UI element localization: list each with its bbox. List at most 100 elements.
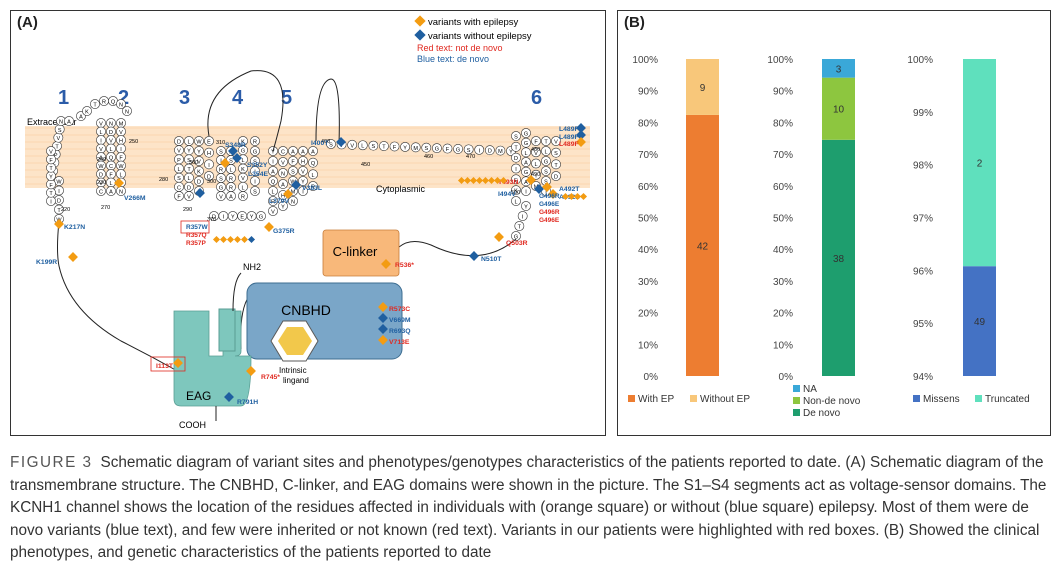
residue-letter: V	[554, 140, 558, 146]
residue-letter: M	[498, 149, 503, 155]
variant-label: G496R	[539, 209, 560, 216]
bar-segment	[963, 266, 996, 376]
residue-letter: Y	[301, 180, 305, 186]
bar-value-label: 3	[836, 64, 842, 75]
legend-label: De novo	[803, 408, 841, 419]
residue-circle	[194, 156, 204, 166]
residue-circle	[541, 156, 551, 166]
residue-letter: R	[219, 168, 223, 174]
residue-letter: R	[229, 177, 233, 183]
residue-letter: N	[125, 110, 129, 116]
residue-letter: V	[197, 160, 201, 166]
residue-letter: M	[291, 190, 296, 196]
legend-swatch	[975, 395, 982, 402]
residue-letter: Y	[281, 205, 285, 211]
residue-letter: C	[281, 150, 285, 156]
legend-swatch	[793, 409, 800, 416]
residue-number-220: 220	[61, 207, 70, 213]
residue-letter: G	[259, 215, 263, 221]
legend-without-epilepsy: variants without epilepsy	[428, 31, 532, 42]
residue-circle	[453, 144, 463, 154]
variant-label: R791H	[237, 399, 258, 406]
residue-letter: S	[253, 190, 257, 196]
residue-letter: T	[544, 140, 548, 146]
residue-circle	[268, 186, 278, 196]
variant-label: R573C	[389, 306, 410, 313]
variant-diamond	[576, 123, 586, 133]
residue-circle	[194, 146, 204, 156]
residue-circle	[298, 146, 308, 156]
s2-chain: VLIVAWDVCNDVLQCFLAMVHIFWLIN	[96, 118, 126, 196]
residue-circle	[541, 166, 551, 176]
residue-letter: G	[456, 147, 460, 153]
residue-circle	[511, 141, 521, 152]
variant-diamond	[494, 232, 504, 242]
y-tick-label: 90%	[638, 87, 658, 98]
residue-letter: K	[241, 167, 245, 173]
residue-letter: T	[544, 190, 548, 196]
legend-label: Truncated	[985, 394, 1030, 405]
bar-segment	[822, 59, 855, 78]
residue-letter: Q	[111, 100, 116, 106]
residue-letter: R	[102, 100, 106, 106]
residue-letter: T	[518, 225, 522, 231]
residue-letter: L	[109, 147, 112, 153]
residue-letter: N	[119, 103, 123, 109]
variant-label: K199R	[36, 259, 57, 266]
residue-letter: V	[350, 143, 354, 149]
residue-circle	[511, 196, 521, 206]
residue-circle	[511, 163, 521, 174]
residue-circle	[288, 146, 298, 156]
variant-diamond	[220, 158, 230, 168]
variant-diamond-small	[573, 192, 582, 201]
clinker-label: C-linker	[333, 244, 378, 259]
variant-diamond	[542, 182, 552, 192]
residue-circle	[531, 158, 541, 169]
residue-letter: S	[177, 176, 181, 182]
residue-circle	[116, 99, 126, 109]
variant-diamond-small	[567, 192, 576, 201]
residue-circle	[288, 156, 298, 166]
y-tick-label: 40%	[773, 245, 793, 256]
residue-letter: S	[424, 146, 428, 152]
highlight-box	[150, 356, 186, 372]
residue-letter: S	[544, 170, 548, 176]
residue-letter: Y	[271, 150, 275, 156]
y-tick-label: 70%	[638, 150, 658, 161]
residue-letter: I	[254, 170, 256, 176]
residue-letter: G	[253, 150, 257, 156]
chart-2: 0%10%20%30%40%50%60%70%80%90%100%38103NA…	[767, 55, 860, 419]
residue-letter: R	[241, 195, 245, 201]
variant-label: I113T	[156, 363, 174, 370]
residue-circle	[278, 157, 288, 167]
residue-circle	[357, 140, 368, 151]
bar-segment	[822, 139, 855, 376]
residue-letter: S	[291, 170, 295, 176]
residue-circle	[389, 141, 400, 152]
legend-blue-text: Blue text: de novo	[417, 54, 489, 64]
legend-label: Missens	[923, 394, 960, 405]
residue-letter: H	[119, 139, 123, 145]
residue-circle	[288, 196, 298, 206]
residue-circle	[521, 128, 531, 138]
legend-label: Without EP	[700, 394, 750, 405]
variant-label: G496R	[539, 193, 560, 200]
residue-circle	[298, 166, 308, 176]
residue-letter: L	[361, 144, 364, 150]
residue-circle	[410, 142, 421, 153]
residue-letter: L	[229, 168, 232, 174]
residue-letter: Y	[197, 150, 201, 156]
residue-letter: H	[207, 151, 211, 157]
bar-segment	[686, 114, 719, 377]
variant-diamond-small	[493, 176, 502, 185]
variant-diamond-small	[481, 176, 490, 185]
variant-diamond	[378, 302, 388, 312]
residue-letter: N	[109, 122, 113, 128]
y-tick-label: 100%	[907, 55, 933, 66]
residue-circle	[541, 136, 551, 146]
residue-letter: F	[119, 156, 123, 162]
residue-letter: S	[554, 151, 558, 157]
linker-path	[398, 238, 517, 257]
